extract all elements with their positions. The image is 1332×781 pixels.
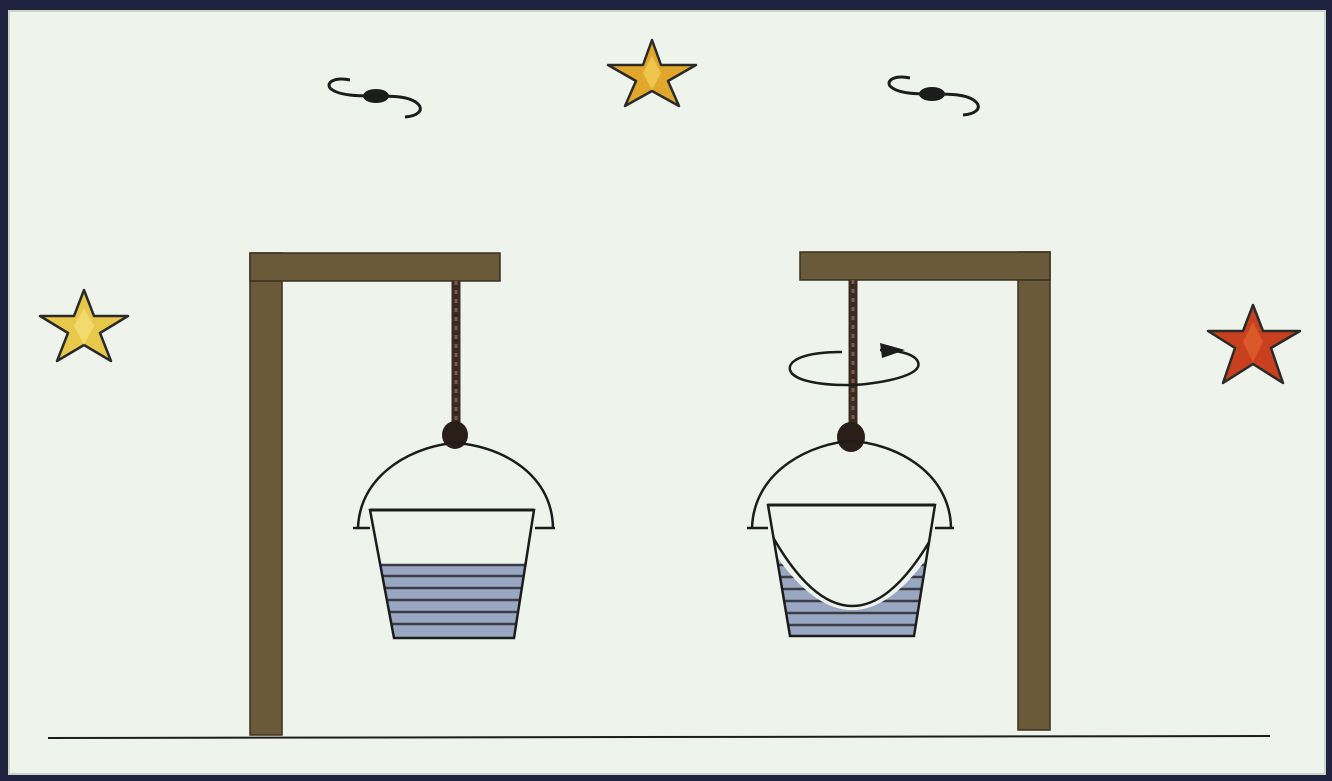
ground-line: [48, 736, 1270, 738]
left-post: [250, 253, 282, 735]
right-bucket: [747, 441, 954, 645]
left-bucket-handle: [358, 443, 553, 528]
right-stand: [800, 252, 1050, 730]
left-stand: [250, 253, 500, 735]
left-bucket: [353, 443, 555, 645]
right-post: [1018, 252, 1050, 730]
star-icon: [1208, 305, 1300, 383]
swirl-icon: [329, 79, 420, 117]
right-knot: [837, 422, 865, 452]
swirl-icon: [889, 77, 978, 115]
left-beam: [250, 253, 500, 281]
star-icon: [608, 40, 696, 106]
left-rope: [442, 281, 468, 449]
right-beam: [800, 252, 1050, 280]
star-icon: [40, 290, 128, 361]
right-rope: [837, 280, 865, 452]
